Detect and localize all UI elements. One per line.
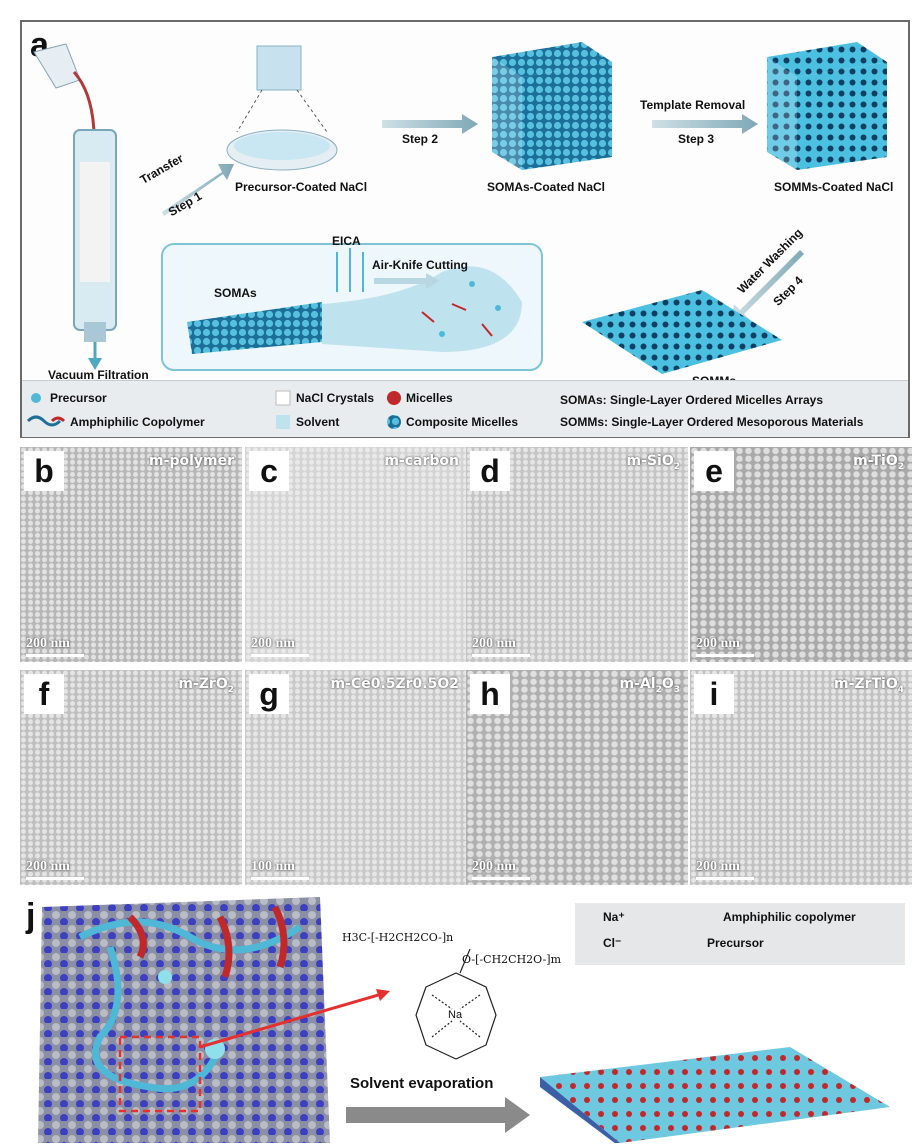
tem-panel-e: e m-TiO2 200 nm [690,447,912,662]
material-label: m-polymer [149,453,234,469]
legend-composite: Composite Micelles [406,415,519,429]
legend-solvent: Solvent [296,415,340,429]
material-label: m-Ce0.5Zr0.5O2 [330,676,459,692]
panel-a-illustration [33,42,887,374]
tem-panel-b: b m-polymer 200 nm [20,447,242,662]
legend-somas-def: SOMAs: Single-Layer Ordered Micelles Arr… [560,393,823,407]
somas-cube-icon [492,42,612,170]
material-label: m-ZrO2 [178,676,234,695]
tem-panel-g: g m-Ce0.5Zr0.5O2 100 nm [245,670,467,885]
panel-letter-b: b [24,451,64,491]
somms-sheet-icon [582,290,782,374]
solvent-evaporation-arrow [346,1097,530,1133]
composite-micelle-icon [387,415,401,429]
step-2: Step 2 [402,132,439,146]
solvent-evaporation-label: Solvent evaporation [350,1075,494,1092]
label-eica: EICA [332,234,361,248]
zoom-box [118,1035,202,1113]
somms-cube-icon [767,42,887,170]
panel-letter-e: e [694,451,734,491]
panel-a-legend: Precursor Amphiphilic Copolymer NaCl Cry… [22,380,908,437]
legend-cl: Cl⁻ [603,936,622,950]
precursor-icon [31,393,41,403]
panel-letter-i: i [694,674,734,714]
scale-label: 100 nm [251,859,295,874]
scale-bar [251,877,309,880]
beaker-icon [33,43,96,133]
step-3: Step 3 [678,132,715,146]
micelle-icon [387,391,401,405]
crown-center-atom: Na [448,1009,463,1021]
arrow-step1 [162,164,234,216]
crown-ether-icon [415,948,497,1060]
label-precursor-coated: Precursor-Coated NaCl [235,180,368,194]
tem-panel-h: h m-Al2O3 200 nm [466,670,688,885]
material-label: m-ZrTiO4 [834,676,904,695]
legend-somms-def: SOMMs: Single-Layer Ordered Mesoporous M… [560,415,864,429]
legend-na: Na⁺ [603,910,625,924]
tem-panel-c: c m-carbon 200 nm [245,447,467,662]
panel-j-illustration [38,897,890,1143]
precursor-dish-icon [226,45,338,171]
legend-precursor: Precursor [50,391,107,405]
tem-panel-i: i m-ZrTiO4 200 nm [690,670,912,885]
copolymer-icon [26,415,62,427]
panel-letter-d: d [470,451,510,491]
formula-right: O-[-CH2CH2O-]m [462,953,562,966]
scale-label: 200 nm [696,859,740,874]
scale-label: 200 nm [26,636,70,651]
scale-bar [696,877,754,880]
scale-bar [472,654,530,657]
legend-amphiphilic: Amphiphilic Copolymer [70,415,205,429]
panel-letter-c: c [249,451,289,491]
nacl-icon [275,390,291,406]
filtration-tube-icon [73,129,117,370]
step-template-removal: Template Removal [640,98,746,112]
tem-panel-d: d m-SiO2 200 nm [466,447,688,662]
scale-bar [696,654,754,657]
panel-j: j Na⁺ Cl⁻ Amphiphilic copolymer Precurso… [20,897,910,1143]
panel-letter-g: g [249,674,289,714]
scale-bar [26,877,84,880]
scale-label: 200 nm [472,859,516,874]
solvent-icon [276,415,290,429]
scale-bar [472,877,530,880]
material-label: m-carbon [384,453,459,469]
tem-panel-f: f m-ZrO2 200 nm [20,670,242,885]
micelle-film [540,1047,890,1143]
label-air-knife: Air-Knife Cutting [372,258,468,272]
legend-nacl: NaCl Crystals [296,391,375,405]
label-somas: SOMAs [214,286,257,300]
material-label: m-Al2O3 [619,676,680,695]
scale-label: 200 nm [26,859,70,874]
legend-micelles: Micelles [406,391,453,405]
arrow-step2 [382,114,478,134]
material-label: m-SiO2 [626,453,680,472]
panel-a: a [20,20,910,438]
panel-letter-j: j [22,897,40,936]
label-vacuum: Vacuum Filtration [48,368,149,382]
label-somms-coated: SOMMs-Coated NaCl [774,180,894,194]
scale-bar [26,654,84,657]
panel-letter-f: f [24,674,64,714]
panel-j-legend: Na⁺ Cl⁻ Amphiphilic copolymer Precursor [575,903,905,965]
material-label: m-TiO2 [853,453,904,472]
arrow-step3 [652,114,758,134]
scale-label: 200 nm [472,636,516,651]
air-knife-inset [161,243,543,371]
panel-letter-h: h [470,674,510,714]
formula-left: H3C-[-H2CH2CO-]n [342,931,454,944]
scale-label: 200 nm [251,636,295,651]
legend-amphiphilic-copolymer: Amphiphilic copolymer [723,910,856,924]
scale-label: 200 nm [696,636,740,651]
label-somas-coated: SOMAs-Coated NaCl [487,180,606,194]
arrow-step4 [730,250,804,324]
legend-precursor-j: Precursor [707,936,764,950]
scale-bar [251,654,309,657]
